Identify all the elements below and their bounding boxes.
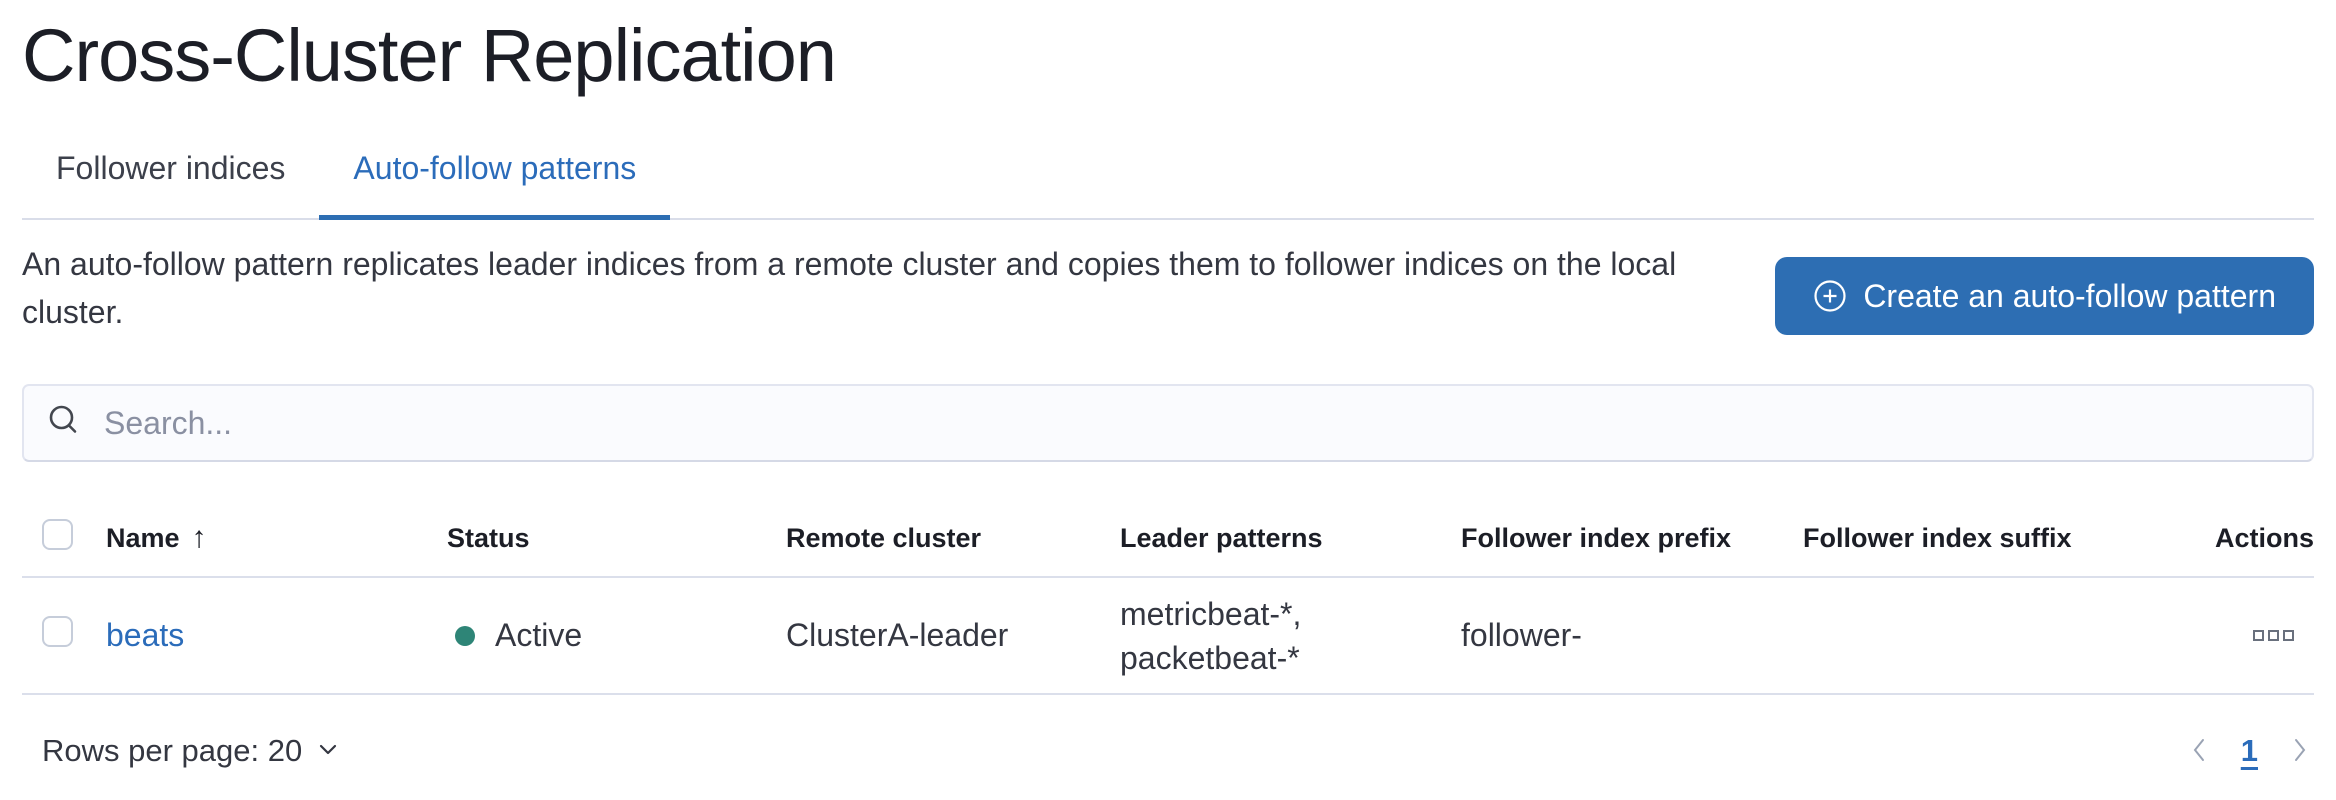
leader-patterns-cell: metricbeat-*, packetbeat-* bbox=[1120, 595, 1302, 676]
chevron-left-icon bbox=[2185, 733, 2213, 770]
column-header-name[interactable]: Name ↑ bbox=[106, 521, 207, 554]
remote-cluster-cell: ClusterA-leader bbox=[786, 617, 1009, 653]
page-description: An auto-follow pattern replicates leader… bbox=[22, 246, 1677, 330]
create-auto-follow-pattern-button[interactable]: Create an auto-follow pattern bbox=[1775, 257, 2314, 335]
tab-bar: Follower indices Auto-follow patterns bbox=[22, 150, 2314, 220]
page-number-1[interactable]: 1 bbox=[2240, 733, 2258, 768]
column-header-leader-patterns: Leader patterns bbox=[1120, 523, 1323, 553]
table-row: beats Active ClusterA-leader metricbeat-… bbox=[22, 578, 2314, 695]
page-title: Cross-Cluster Replication bbox=[22, 14, 837, 97]
column-header-follower-index-prefix: Follower index prefix bbox=[1461, 522, 1732, 553]
sort-ascending-icon: ↑ bbox=[191, 521, 207, 554]
status-label: Active bbox=[495, 617, 583, 653]
search-icon bbox=[46, 403, 82, 444]
boxes-horizontal-icon bbox=[2253, 630, 2264, 641]
table-footer: Rows per page: 20 1 bbox=[22, 715, 2314, 787]
chevron-right-icon bbox=[2286, 733, 2314, 770]
next-page-button[interactable] bbox=[2286, 733, 2314, 770]
cross-cluster-replication-page: Cross-Cluster Replication Follower indic… bbox=[0, 16, 2336, 787]
pagination: 1 bbox=[2185, 733, 2314, 770]
create-button-label: Create an auto-follow pattern bbox=[1863, 277, 2276, 314]
column-header-actions: Actions bbox=[2214, 522, 2314, 553]
column-header-follower-index-suffix: Follower index suffix bbox=[1803, 522, 2072, 553]
column-header-remote-cluster: Remote cluster bbox=[786, 522, 982, 553]
tab-auto-follow-patterns[interactable]: Auto-follow patterns bbox=[319, 150, 671, 220]
search-bar bbox=[22, 384, 2314, 462]
column-header-status: Status bbox=[447, 522, 530, 553]
chevron-down-icon bbox=[316, 733, 340, 769]
previous-page-button[interactable] bbox=[2185, 733, 2213, 770]
select-all-checkbox[interactable] bbox=[42, 519, 73, 550]
pattern-name-link[interactable]: beats bbox=[106, 617, 185, 653]
auto-follow-patterns-table: Name ↑ Status Remote cluster Leader patt… bbox=[22, 500, 2314, 695]
row-actions-button[interactable] bbox=[2247, 624, 2300, 647]
table-header-row: Name ↑ Status Remote cluster Leader patt… bbox=[22, 500, 2314, 578]
row-checkbox[interactable] bbox=[42, 616, 73, 647]
status-active-dot-icon bbox=[455, 625, 475, 646]
rows-per-page-label: Rows per page: 20 bbox=[42, 733, 303, 768]
rows-per-page-button[interactable]: Rows per page: 20 bbox=[42, 733, 340, 769]
plus-in-circle-icon bbox=[1813, 279, 1847, 313]
intro-section: An auto-follow pattern replicates leader… bbox=[22, 240, 2314, 336]
tab-follower-indices[interactable]: Follower indices bbox=[22, 150, 319, 218]
follower-index-prefix-cell: follower- bbox=[1461, 617, 1582, 653]
search-input[interactable] bbox=[104, 404, 2290, 442]
